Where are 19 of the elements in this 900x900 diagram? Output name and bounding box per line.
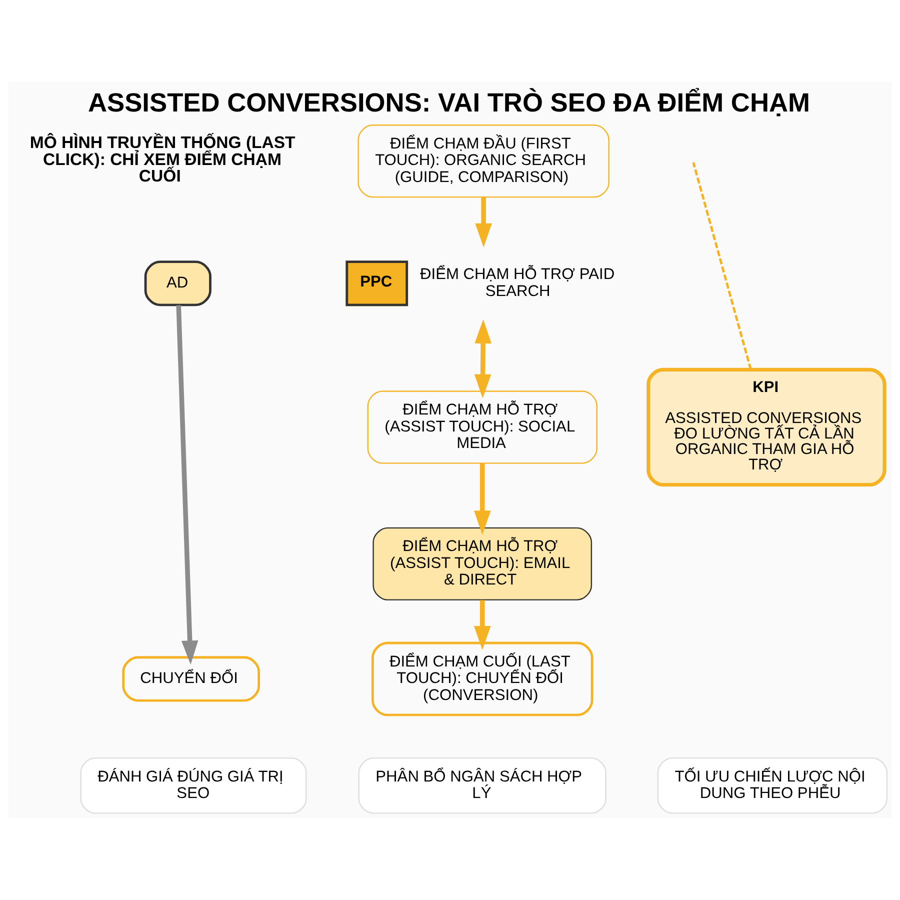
node-box: CHUYỂN ĐỔI [122,656,260,702]
connector [692,162,752,370]
node-box: ĐIỂM CHẠM ĐẦU (FIRST TOUCH): ORGANIC SEARCH (GUIDE, COMPARISON) [358,124,610,198]
arrow [474,463,491,535]
node-box: PHÂN BỔ NGÂN SÁCH HỢP LÝ [358,757,606,814]
node-box: TỐI ƯU CHIẾN LƯỢC NỘI DUNG THEO PHỄU [657,757,888,814]
arrow [474,319,492,398]
arrow [176,305,198,665]
node-box: ĐIỂM CHẠM CUỐI (LAST TOUCH): CHUYỂN ĐỔI (CONVERSION) [371,642,594,716]
node-box: ĐIỂM CHẠM HỖ TRỢ (ASSIST TOUCH): EMAIL & DIRECT [372,527,592,600]
node-box: KPI ASSISTED CONVERSIONS ĐO LƯỜNG TẤT CẢ LẦN ORGANIC THAM GIA HỖ TRỢ [646,368,886,487]
node-box: ĐIỂM CHẠM HỖ TRỢ (ASSIST TOUCH): SOCIAL MEDIA [367,390,598,464]
node-label: ĐIỂM CHẠM HỖ TRỢ PAID SEARCH [420,266,615,300]
arrow [475,197,492,248]
arrow [474,600,491,650]
node-box: AD [144,260,212,306]
label: MÔ HÌNH TRUYỀN THỐNG (LAST CLICK): CHỈ XEM ĐIỂM CHẠM CUỐI [30,133,296,186]
diagram-title: ASSISTED CONVERSIONS: VAI TRÒ SEO ĐA ĐIỂM CHẠM [88,87,810,118]
node-box: ĐÁNH GIÁ ĐÚNG GIÁ TRỊ SEO [80,757,307,814]
